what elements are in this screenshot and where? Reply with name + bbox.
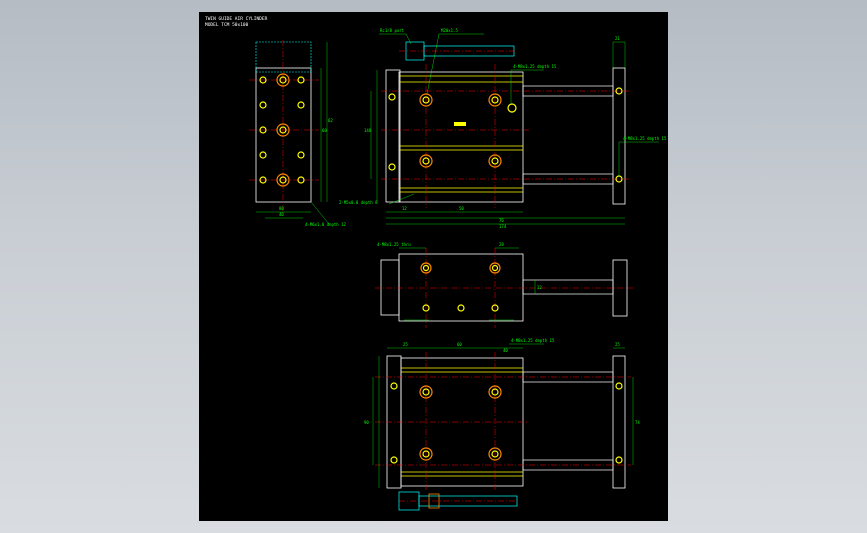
top-callout-rod: M20x1.5 <box>441 28 458 33</box>
front-view: 25 60 40 25 90 74 4-M8x1.25 depth 15 <box>364 338 640 511</box>
side-callout: 4-M6x1.0 depth 12 <box>305 222 347 227</box>
top-callout-port: Rc1/8 port <box>380 28 405 33</box>
top-dim-4: 174 <box>499 224 507 229</box>
front-dim-1: 25 <box>403 342 408 347</box>
side-dim-2: 40 <box>279 212 284 217</box>
center-marker <box>454 122 466 126</box>
front-dim-5: 90 <box>364 420 369 425</box>
front-dim-6: 74 <box>635 420 640 425</box>
top-dim-1: 12 <box>402 206 407 211</box>
title-line-2: MODEL TCM 50x100 <box>205 22 249 28</box>
middle-view: 4-M8x1.25 thru 28 12 <box>375 242 633 328</box>
mid-dim-1: 28 <box>499 242 504 247</box>
top-dim-2: 50 <box>459 206 464 211</box>
title-line-1: TWIN GUIDE AIR CYLINDER <box>205 16 268 22</box>
front-dim-2: 60 <box>457 342 462 347</box>
front-dim-4: 25 <box>615 342 620 347</box>
side-dim-4: 62 <box>328 118 333 123</box>
mid-callout: 4-M8x1.25 thru <box>377 242 411 247</box>
side-dim-1: 80 <box>279 206 284 211</box>
top-dim-3: 76 <box>499 218 504 223</box>
mid-dim-2: 12 <box>537 285 542 290</box>
top-dim-6: 21 <box>615 36 620 41</box>
top-callout-guide: 4-M8x1.25 depth 15 <box>513 64 557 69</box>
top-callout-bottom: 2-M5x0.8 depth 8 <box>339 200 378 205</box>
front-callout: 4-M8x1.25 depth 15 <box>511 338 555 343</box>
top-view: 12 50 76 174 148 21 Rc1/8 port M20x1.5 4… <box>339 28 667 229</box>
top-dim-5: 148 <box>364 128 372 133</box>
side-dim-3: 60 <box>322 128 327 133</box>
cad-drawing-viewport[interactable]: TWIN GUIDE AIR CYLINDER MODEL TCM 50x100 <box>199 12 668 521</box>
top-callout-right: 4-M8x1.25 depth 15 <box>623 136 667 141</box>
side-view: 80 40 60 62 4-M6x1.0 depth 12 <box>249 40 347 227</box>
cad-drawing: TWIN GUIDE AIR CYLINDER MODEL TCM 50x100 <box>205 16 667 511</box>
front-dim-3: 40 <box>503 348 508 353</box>
